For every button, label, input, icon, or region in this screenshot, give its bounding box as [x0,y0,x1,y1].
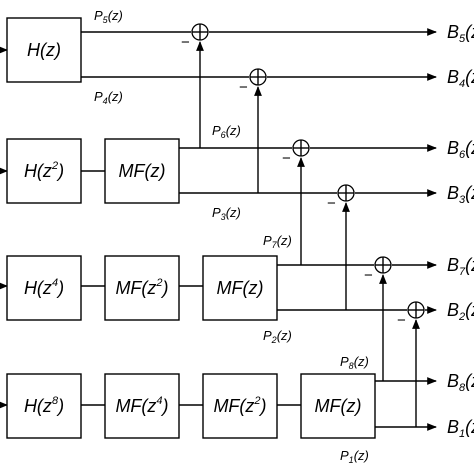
minus-sign: − [327,195,336,212]
minus-sign: − [239,79,248,96]
signal-labels: P5(z) P4(z) P6(z) P3(z) P7(z) P2(z) P8(z… [94,8,369,465]
block-mf-z: MF(z) [104,138,180,204]
signal-label-p8: P8(z) [340,354,369,371]
wires [0,28,437,431]
filter-blocks: H(z) H(z2) MF(z) H(z4) MF(z2) MF(z) H(z8… [6,17,376,439]
signal-label-p4: P4(z) [94,89,123,106]
block-mf-z4: MF(z4) [104,373,180,439]
svg-text:MF(z): MF(z) [119,161,166,181]
minus-sign: − [364,267,373,284]
svg-text:H(z8): H(z8) [24,395,64,416]
svg-text:H(z): H(z) [27,40,61,60]
sum-node-b3: − [327,184,355,212]
block-h-z4: H(z4) [6,255,82,321]
sum-node-b4: − [239,68,267,96]
minus-sign: − [282,150,291,167]
svg-text:H(z4): H(z4) [24,277,64,298]
sum-node-b2: − [397,301,425,329]
output-label-b8: B8(z [447,371,474,394]
output-label-b6: B6(z [447,138,474,161]
block-mf-z2: MF(z2) [104,255,180,321]
output-label-b3: B3(z [447,183,474,206]
summing-junctions: − − − − − − [181,23,425,329]
signal-label-p1: P1(z) [340,448,369,465]
block-mf-z: MF(z) [202,255,278,321]
block-h-z: H(z) [6,17,82,83]
sum-node-b5: − [181,23,209,51]
svg-text:MF(z): MF(z) [315,396,362,416]
signal-label-p5: P5(z) [94,8,123,25]
svg-text:H(z2): H(z2) [24,160,64,181]
block-mf-z: MF(z) [300,373,376,439]
signal-label-p7: P7(z) [263,233,292,250]
svg-text:MF(z4): MF(z4) [115,395,168,416]
signal-label-p6: P6(z) [212,123,241,140]
svg-text:MF(z): MF(z) [217,278,264,298]
minus-sign: − [181,34,190,51]
svg-text:MF(z2): MF(z2) [115,277,168,298]
output-label-b2: B2(z [447,300,474,323]
output-labels: B5(z B4(z B6(z B3(z B7(z B2(z B8(z B1(z [447,22,474,440]
sum-node-b7: − [364,256,392,284]
output-label-b7: B7(z [447,255,474,278]
output-label-b5: B5(z [447,22,474,45]
block-h-z8: H(z8) [6,373,82,439]
signal-label-p3: P3(z) [212,205,241,222]
signal-label-p2: P2(z) [263,328,292,345]
block-h-z2: H(z2) [6,138,82,204]
minus-sign: − [397,312,406,329]
output-label-b1: B1(z [447,417,474,440]
sum-node-b6: − [282,139,310,167]
svg-text:MF(z2): MF(z2) [213,395,266,416]
block-mf-z2: MF(z2) [202,373,278,439]
output-label-b4: B4(z [447,67,474,90]
